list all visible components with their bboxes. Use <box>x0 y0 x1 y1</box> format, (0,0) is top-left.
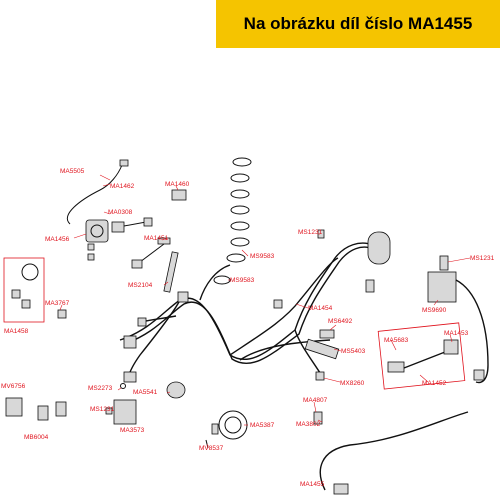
label-ma4807: MA4807 <box>303 397 328 404</box>
label-ma1451: MA1451 <box>144 235 169 242</box>
leader-lines <box>59 174 471 449</box>
label-ma5505: MA5505 <box>60 168 85 175</box>
label-ma5541: MA5541 <box>133 389 158 396</box>
label-ma1462: MA1462 <box>110 183 135 190</box>
label-ma1453: MA1453 <box>444 330 469 337</box>
title-banner: Na obrázku díl číslo MA1455 <box>216 0 500 48</box>
label-ms2273: MS2273 <box>88 385 113 392</box>
label-ms9583-bottom: MS9583 <box>230 277 255 284</box>
label-ma5387: MA5387 <box>250 422 275 429</box>
banner-title: Na obrázku díl číslo MA1455 <box>243 14 473 33</box>
label-ms2104: MS2104 <box>128 282 153 289</box>
label-ma1460: MA1460 <box>165 181 190 188</box>
parts <box>3 159 489 495</box>
label-ms5403: MS5403 <box>341 348 366 355</box>
label-ma3573: MA3573 <box>120 427 145 434</box>
label-ma3767: MA3767 <box>45 300 70 307</box>
label-ms1231-right: MS1231 <box>470 255 495 262</box>
label-ms1231-center: MS1231 <box>298 229 323 236</box>
label-ms9690: MS9690 <box>422 307 447 314</box>
label-ma1458: MA1458 <box>4 328 29 335</box>
label-mx8260: MX8260 <box>340 380 365 387</box>
label-mb6004: MB6004 <box>24 434 49 441</box>
label-ma0308: MA0308 <box>108 209 133 216</box>
label-ma1456: MA1456 <box>45 236 70 243</box>
label-ma3802: MA3802 <box>296 421 321 428</box>
label-ma5683: MA5683 <box>384 337 409 344</box>
label-ms1231-left: MS1231 <box>90 406 115 413</box>
label-ma1452: MA1452 <box>422 380 447 387</box>
label-ms9583-top: MS9583 <box>250 253 275 260</box>
label-ma1454: MA1454 <box>308 305 333 312</box>
cable-ties <box>213 157 252 285</box>
label-ma1455: MA1455 <box>300 481 325 488</box>
label-ms6492: MS6492 <box>328 318 353 325</box>
label-mv6756: MV6756 <box>1 383 26 390</box>
label-mv8537: MV8537 <box>199 445 224 452</box>
part-labels: MA5505 MA1462 MA0308 MA1456 MA1460 MA145… <box>1 168 495 488</box>
